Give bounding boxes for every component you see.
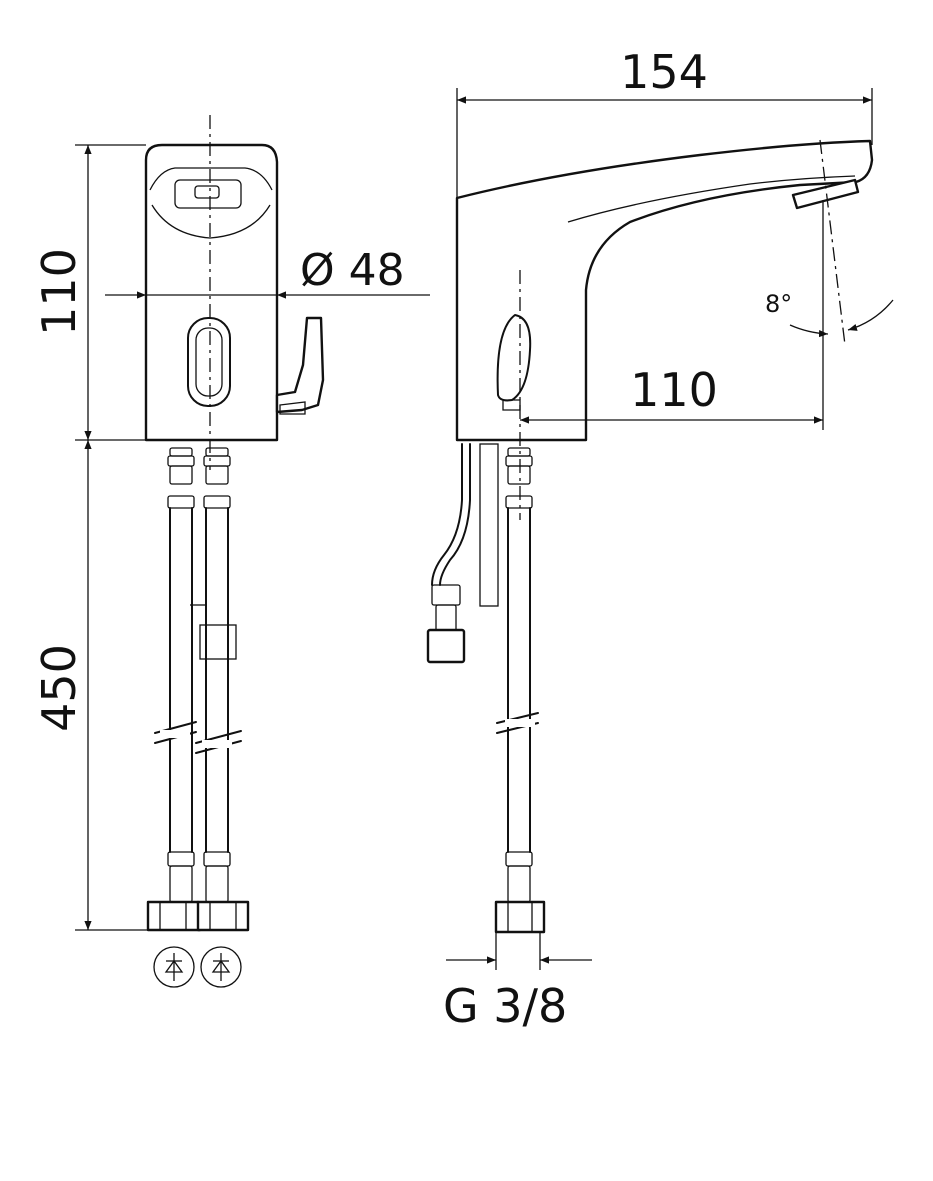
fixing-rod — [479, 443, 499, 607]
dimension-thread: G 3/8 — [443, 932, 592, 1033]
supply-hose-left — [146, 447, 202, 932]
front-view: 110 450 Ø 48 — [32, 115, 430, 988]
dim-diameter-label: Ø 48 — [300, 245, 405, 296]
hose-break-marks — [154, 721, 242, 754]
sensor-cable — [426, 443, 471, 664]
top-aerator — [174, 179, 242, 209]
dimension-length: 154 — [456, 45, 873, 198]
dimension-height: 110 450 — [32, 144, 148, 931]
check-valve-icon — [153, 946, 195, 988]
dim-110-horizontal: 110 — [630, 363, 718, 417]
dimension-diameter: Ø 48 — [105, 245, 430, 299]
thread-label: G 3/8 — [443, 979, 567, 1033]
dimension-reach: 110 — [520, 363, 823, 424]
check-valve-icon — [200, 946, 242, 988]
front-body — [144, 143, 279, 442]
supply-hose-right — [196, 447, 250, 932]
side-body — [455, 139, 874, 442]
dimension-angle: 8° — [765, 290, 894, 338]
side-view: 154 110 8° G 3/8 — [426, 45, 894, 1033]
dim-angle-label: 8° — [765, 290, 792, 318]
side-supply-hose — [494, 447, 546, 934]
dim-110-vertical: 110 — [32, 248, 86, 336]
sensor-window — [187, 317, 231, 407]
dim-450-vertical: 450 — [32, 644, 86, 732]
front-lever — [275, 316, 325, 414]
spout-aerator — [791, 178, 860, 210]
dim-154-label: 154 — [620, 45, 708, 99]
